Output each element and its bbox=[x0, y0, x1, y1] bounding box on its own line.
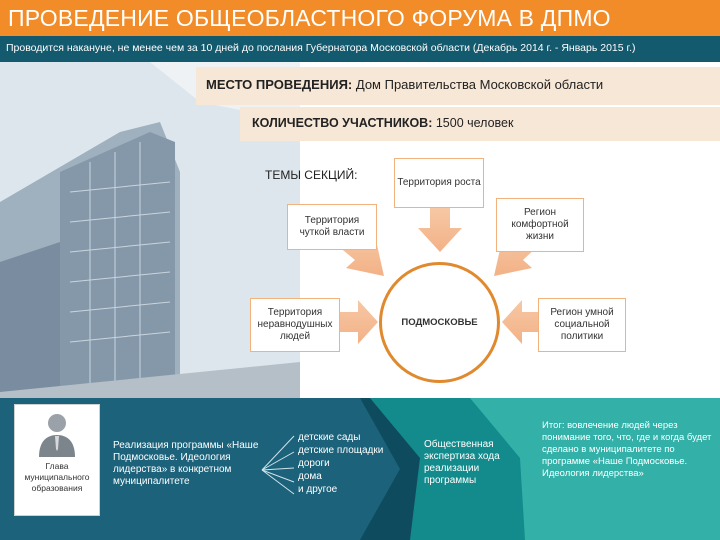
person-label: Глава муниципального образования bbox=[24, 461, 90, 493]
result-text: Итог: вовлечение людей через понимание т… bbox=[542, 420, 712, 479]
topic-smart-social-policy: Регион умной социальной политики bbox=[538, 298, 626, 352]
person-card: Глава муниципального образования bbox=[14, 404, 100, 516]
participants-value: 1500 человек bbox=[432, 116, 514, 130]
venue-band bbox=[196, 67, 720, 105]
list-item: детские сады bbox=[298, 432, 361, 443]
list-item: и другое bbox=[298, 484, 338, 495]
list-item: дома bbox=[298, 471, 322, 482]
center-label: ПОДМОСКОВЬЕ bbox=[401, 317, 478, 328]
topic-responsive-power: Территория чуткой власти bbox=[287, 204, 377, 250]
page-subtitle: Проводится накануне, не менее чем за 10 … bbox=[6, 42, 636, 54]
center-circle: ПОДМОСКОВЬЕ bbox=[379, 262, 500, 383]
participants-label: КОЛИЧЕСТВО УЧАСТНИКОВ: bbox=[252, 116, 433, 130]
arrow-left bbox=[340, 300, 378, 344]
arrow-right bbox=[502, 300, 540, 344]
participants-text: КОЛИЧЕСТВО УЧАСТНИКОВ: 1500 человек bbox=[252, 116, 513, 130]
object-list: детские сады детские площадки дороги дом… bbox=[298, 431, 383, 496]
arrow-top bbox=[418, 208, 462, 252]
list-item: детские площадки bbox=[298, 445, 384, 456]
list-item: дороги bbox=[298, 458, 330, 469]
person-icon bbox=[39, 414, 75, 457]
participants-band bbox=[240, 107, 720, 141]
topic-territory-growth: Территория роста bbox=[394, 158, 484, 208]
bottom-band bbox=[0, 398, 720, 540]
topic-caring-people: Территория неравнодушных людей bbox=[250, 298, 340, 352]
topics-label: ТЕМЫ СЕКЦИЙ: bbox=[265, 168, 358, 182]
venue-value: Дом Правительства Московской области bbox=[352, 77, 604, 92]
page-title: ПРОВЕДЕНИЕ ОБЩЕОБЛАСТНОГО ФОРУМА В ДПМО bbox=[8, 5, 611, 31]
venue-text: МЕСТО ПРОВЕДЕНИЯ: Дом Правительства Моск… bbox=[206, 77, 603, 92]
venue-label: МЕСТО ПРОВЕДЕНИЯ: bbox=[206, 77, 353, 92]
program-text: Реализация программы «Наше Подмосковье. … bbox=[113, 440, 259, 487]
topic-comfortable-life: Регион комфортной жизни bbox=[496, 198, 584, 252]
subtitle-bar: Проводится накануне, не менее чем за 10 … bbox=[0, 36, 720, 62]
title-bar: ПРОВЕДЕНИЕ ОБЩЕОБЛАСТНОГО ФОРУМА В ДПМО bbox=[0, 0, 720, 36]
list-connector bbox=[261, 435, 295, 495]
expertise-text: Общественная экспертиза хода реализации … bbox=[424, 439, 500, 486]
